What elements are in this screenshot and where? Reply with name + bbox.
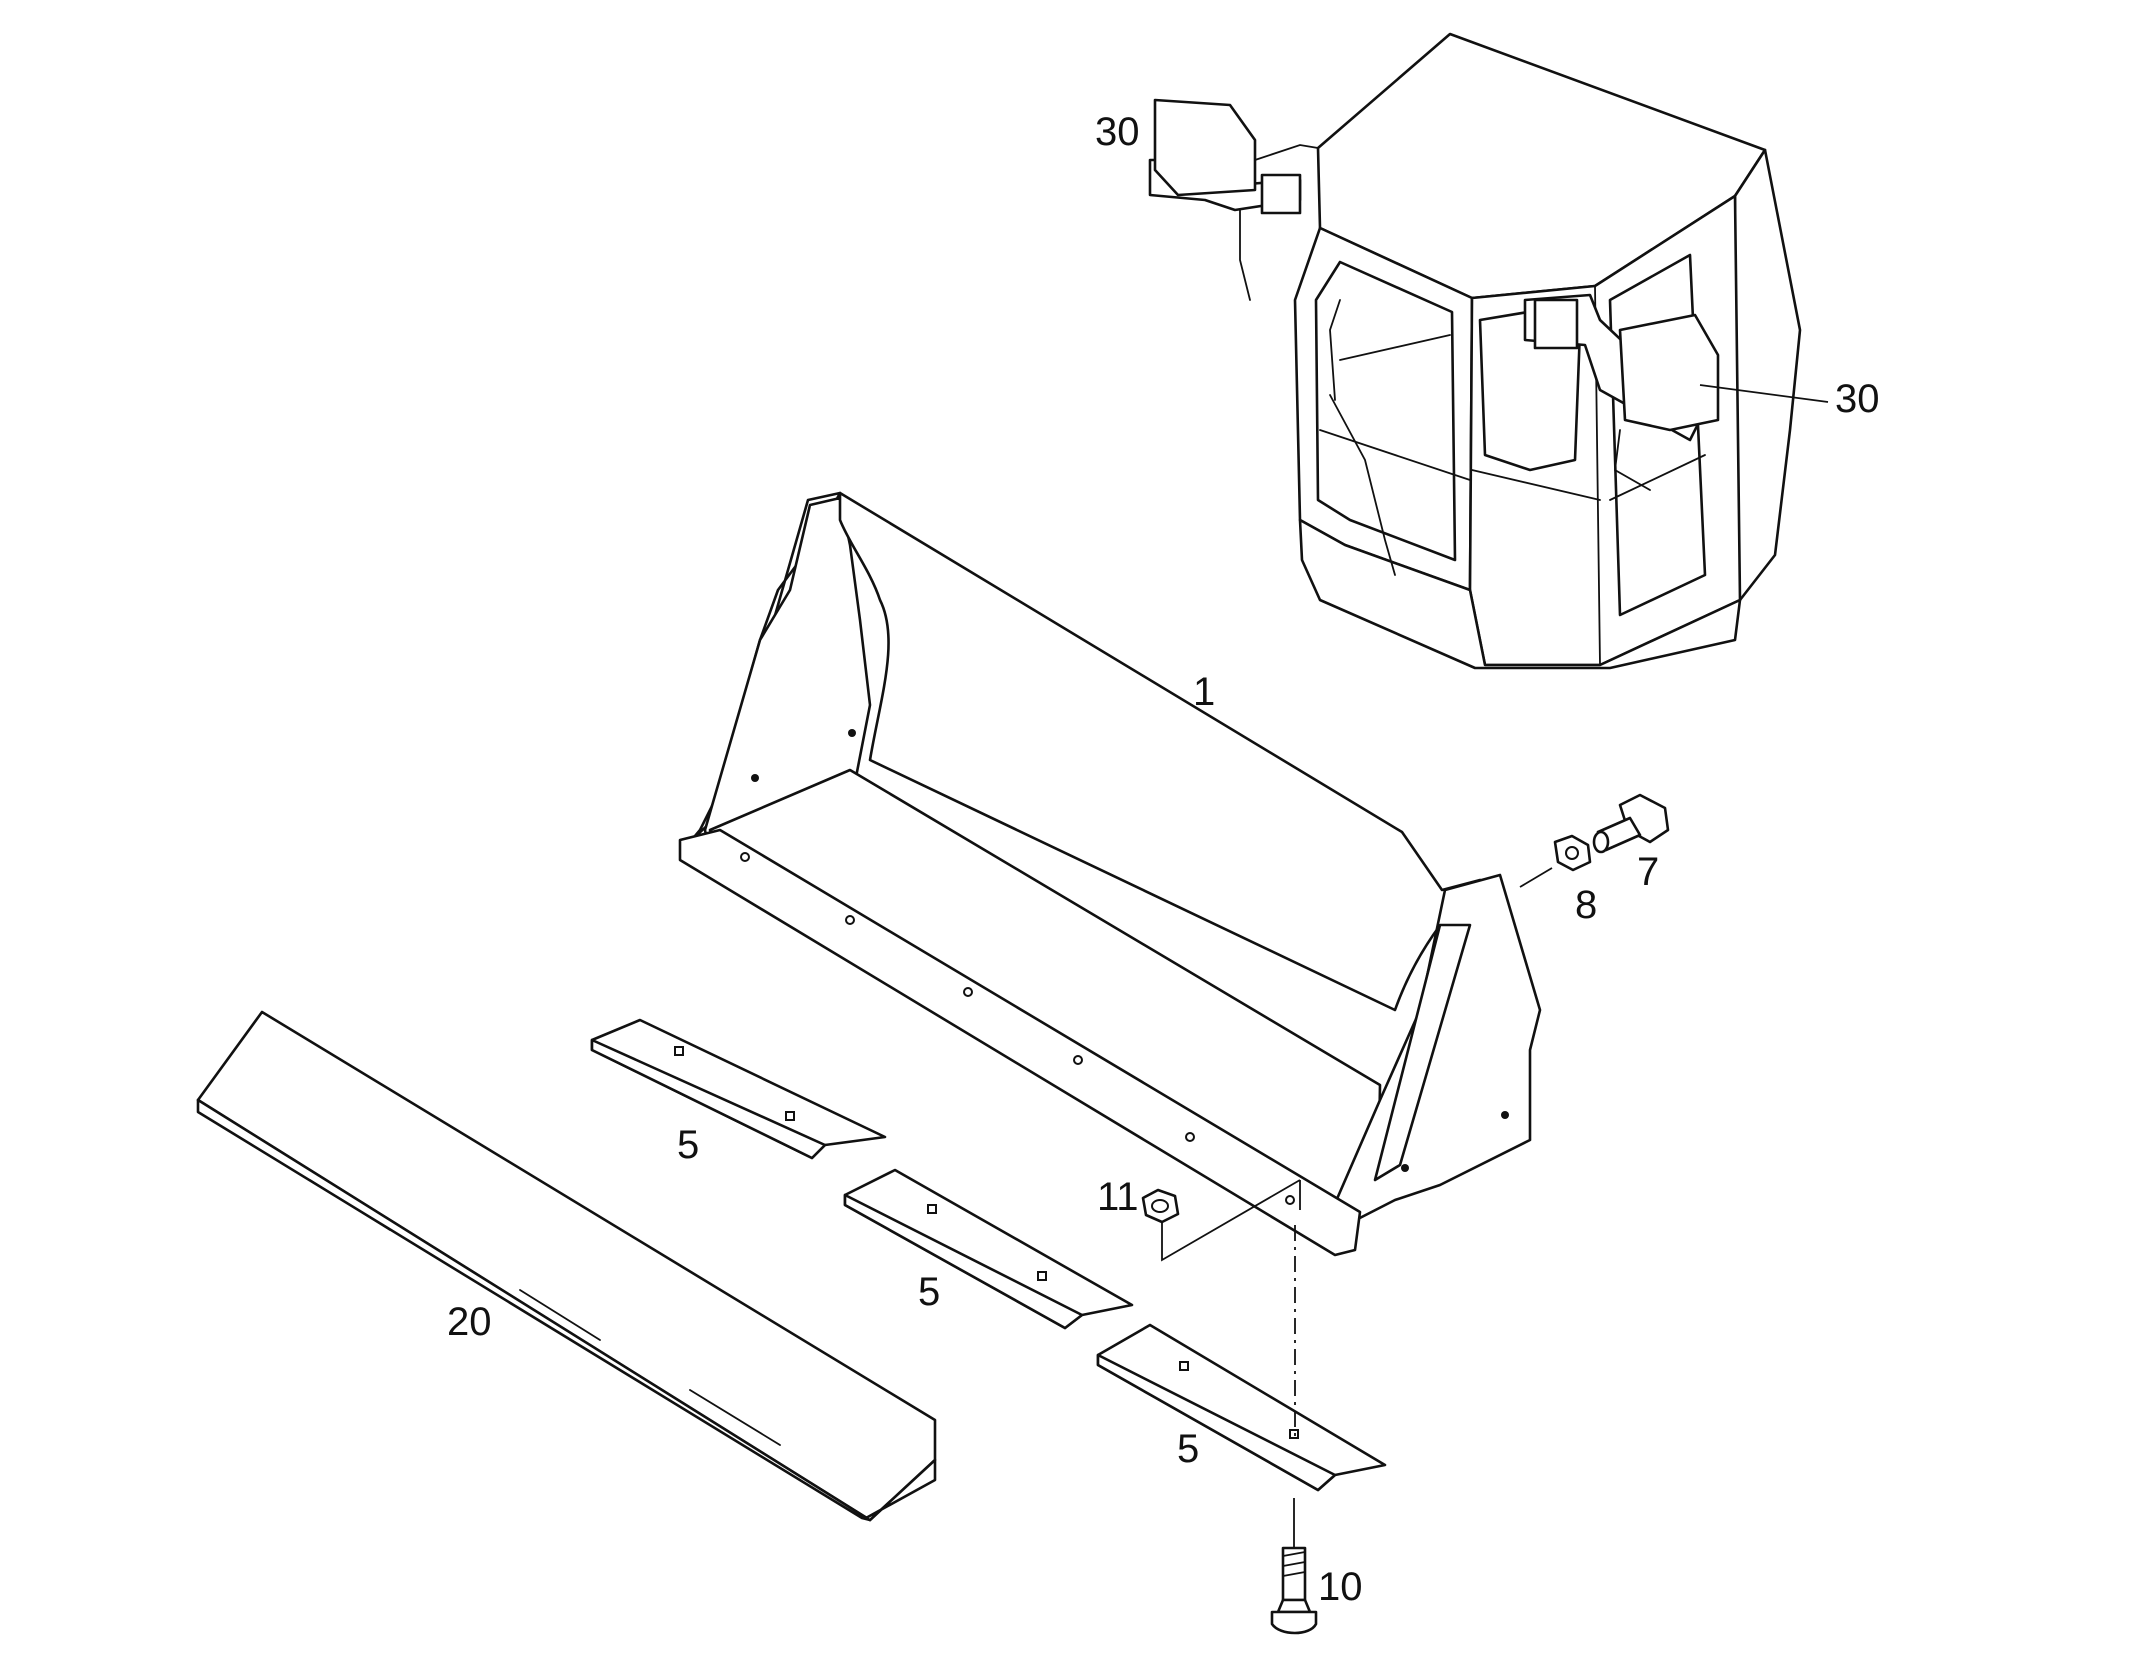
lip-hole-5: [1185, 1132, 1195, 1142]
cab-rail-b: [1471, 469, 1601, 501]
mirror-right-lamp: [1533, 298, 1579, 350]
nut: [1553, 834, 1592, 872]
callout-cutting-edge-3: 5: [1177, 1427, 1199, 1471]
lip-hole-1: [740, 852, 750, 862]
edge-2-hole-b: [1037, 1271, 1047, 1281]
cutting-edge-3-body: [1096, 1323, 1387, 1492]
bolt: [1592, 793, 1670, 854]
side-rivet-3: [1501, 1111, 1509, 1119]
lip-hole-3: [963, 987, 973, 997]
bucket-right-rib: [1373, 923, 1472, 1182]
mirror-right-hose: [1614, 429, 1651, 491]
blade-top-face: [196, 1010, 937, 1522]
nut-small-leader: [1161, 1179, 1301, 1262]
cutting-edge-2-body: [843, 1168, 1134, 1330]
mirror-right: [1523, 293, 1720, 491]
side-rivet-1: [751, 774, 759, 782]
callout-bucket: 1: [1193, 670, 1215, 714]
bolt-tip: [1592, 830, 1610, 854]
mirror-right-leader: [1699, 384, 1829, 403]
mirror-right-head: [1618, 313, 1720, 432]
screw-neck: [1276, 1598, 1312, 1614]
cab-assembly: [1293, 32, 1802, 670]
cutting-edge-1-bevel: [590, 1038, 827, 1160]
callout-cutting-edge-2: 5: [918, 1270, 940, 1314]
wiper-blade: [1329, 299, 1341, 401]
nut-hole: [1565, 846, 1579, 860]
mirror-left-hose: [1239, 209, 1251, 301]
blade-front-face: [196, 1098, 872, 1522]
blade-end-face: [864, 1458, 937, 1522]
bucket-lip: [678, 828, 1362, 1257]
cab-skirt: [1298, 518, 1742, 670]
edge-2-hole-a: [927, 1204, 937, 1214]
edge-3-hole-b: [1289, 1429, 1299, 1439]
bucket-floor-line: [849, 769, 1381, 1086]
blade-highlight-3: [689, 1389, 781, 1446]
blade-highlight-2: [519, 1289, 601, 1341]
callout-mirror-right: 30: [1835, 377, 1880, 421]
edge-1-hole-b: [785, 1111, 795, 1121]
lip-hole-2: [845, 915, 855, 925]
callout-cutting-edge-1: 5: [677, 1123, 699, 1167]
cutting-edge-1-body: [590, 1018, 887, 1160]
callout-blade: 20: [447, 1300, 492, 1344]
cab-rail-c: [1609, 454, 1706, 501]
lip-hole-6: [1285, 1195, 1295, 1205]
cab-rail-d: [1339, 334, 1451, 361]
cutting-edge-2: [843, 1168, 1134, 1330]
cutting-edge-3: [1096, 1323, 1387, 1492]
cutting-edge-2-bevel: [843, 1193, 1084, 1330]
side-rivet-2: [848, 729, 856, 737]
blade-highlight-1: [309, 1179, 391, 1231]
callout-screw: 10: [1318, 1565, 1363, 1609]
screw-head: [1270, 1610, 1318, 1635]
cutting-edge-3-bevel: [1096, 1353, 1337, 1492]
cab-front-window: [1314, 260, 1457, 562]
edge-1-hole-a: [674, 1046, 684, 1056]
wiper: [1329, 394, 1396, 576]
lip-hole-4: [1073, 1055, 1083, 1065]
nut-small-hole: [1151, 1199, 1169, 1213]
callout-nut-small: 11: [1097, 1175, 1139, 1219]
screw: [1270, 1546, 1318, 1635]
bucket-left-side-plate: [703, 496, 872, 847]
screw-thread-1: [1282, 1551, 1306, 1557]
edge-3-hole-a: [1179, 1361, 1189, 1371]
screw-thread-3: [1282, 1571, 1306, 1577]
screw-thread-2: [1282, 1561, 1306, 1567]
mirror-left-head: [1153, 98, 1257, 197]
mirror-left: [1148, 98, 1319, 301]
nut-leader: [1519, 867, 1553, 888]
cutting-edge-1: [590, 1018, 887, 1160]
mirror-left-lamp: [1260, 173, 1302, 215]
callout-bolt: 7: [1637, 850, 1659, 894]
nut-small: [1141, 1188, 1180, 1224]
bucket: [678, 491, 1542, 1257]
blade: [196, 1010, 937, 1522]
side-rivet-4: [1401, 1164, 1409, 1172]
callout-mirror-left: 30: [1095, 110, 1140, 154]
cab-rail-a: [1319, 429, 1471, 481]
callout-nut: 8: [1575, 883, 1597, 927]
mirror-left-arm: [1254, 144, 1319, 161]
